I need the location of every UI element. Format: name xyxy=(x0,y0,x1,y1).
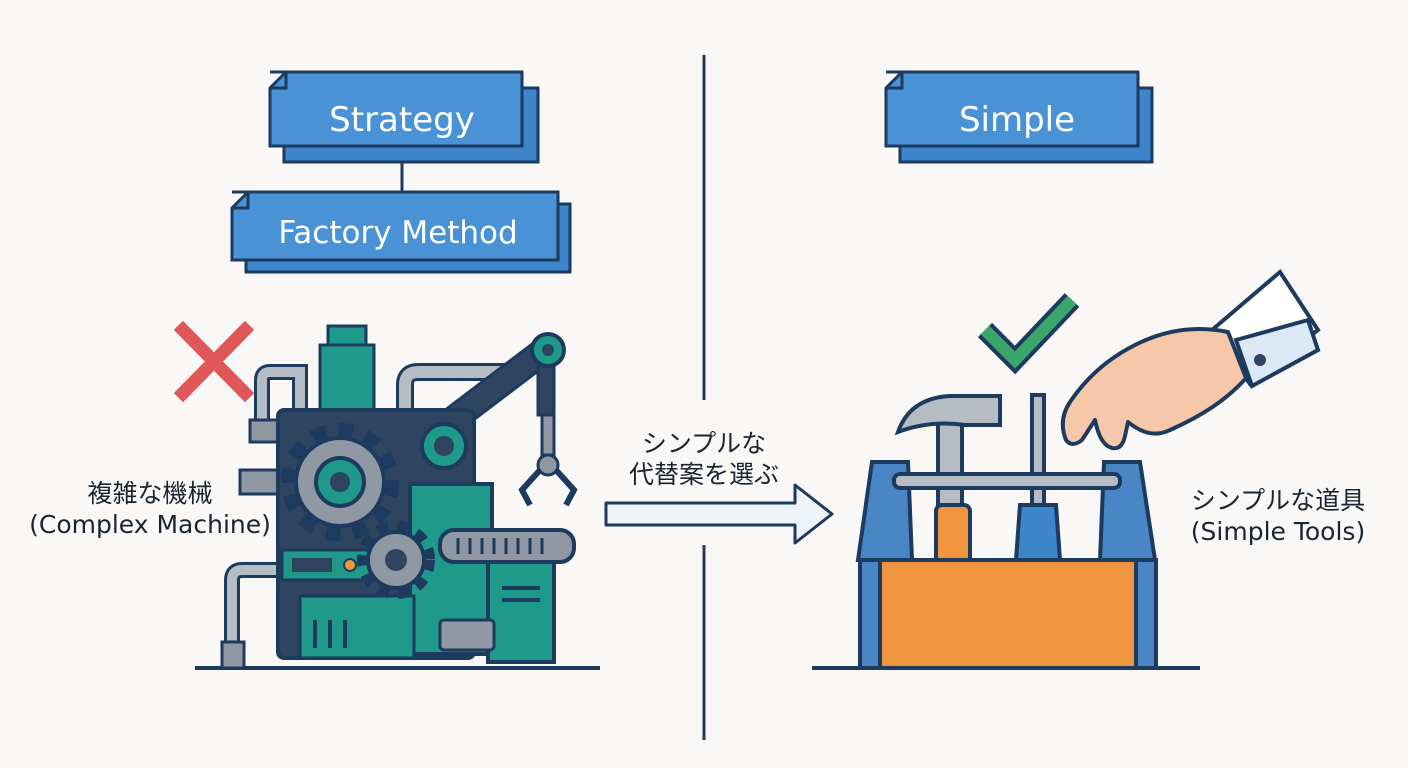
arrow-label: シンプルな 代替案を選ぶ xyxy=(604,428,804,491)
arrow-label-line1: シンプルな xyxy=(641,429,767,458)
complex-machine-illustration xyxy=(195,324,600,670)
arrow-label-line2: 代替案を選ぶ xyxy=(628,460,779,490)
strategy-box-label: Strategy xyxy=(329,100,475,140)
simple-box-label: Simple xyxy=(959,100,1075,140)
factory-method-box-label: Factory Method xyxy=(278,215,517,251)
simple-tools-label-ja: シンプルな道具 xyxy=(1190,486,1366,515)
x-mark-icon xyxy=(173,320,255,403)
hand-icon xyxy=(1060,269,1321,451)
small-gear-icon xyxy=(357,521,435,599)
simple-tools-label-en: (Simple Tools) xyxy=(1190,517,1366,547)
simple-tools-label: シンプルな道具 (Simple Tools) xyxy=(1168,485,1388,548)
complex-machine-label-ja: 複雑な機械 xyxy=(87,479,213,508)
choose-simple-arrow xyxy=(604,483,834,545)
simple-box: Simple xyxy=(884,70,1154,164)
large-gear-icon xyxy=(281,423,399,541)
toolbox-illustration xyxy=(812,393,1200,670)
strategy-box: Strategy xyxy=(268,70,540,164)
complex-machine-label: 複雑な機械 (Complex Machine) xyxy=(20,478,280,541)
complex-machine-label-en: (Complex Machine) xyxy=(29,510,271,540)
check-mark-icon xyxy=(977,293,1080,375)
factory-method-box: Factory Method xyxy=(230,190,572,274)
